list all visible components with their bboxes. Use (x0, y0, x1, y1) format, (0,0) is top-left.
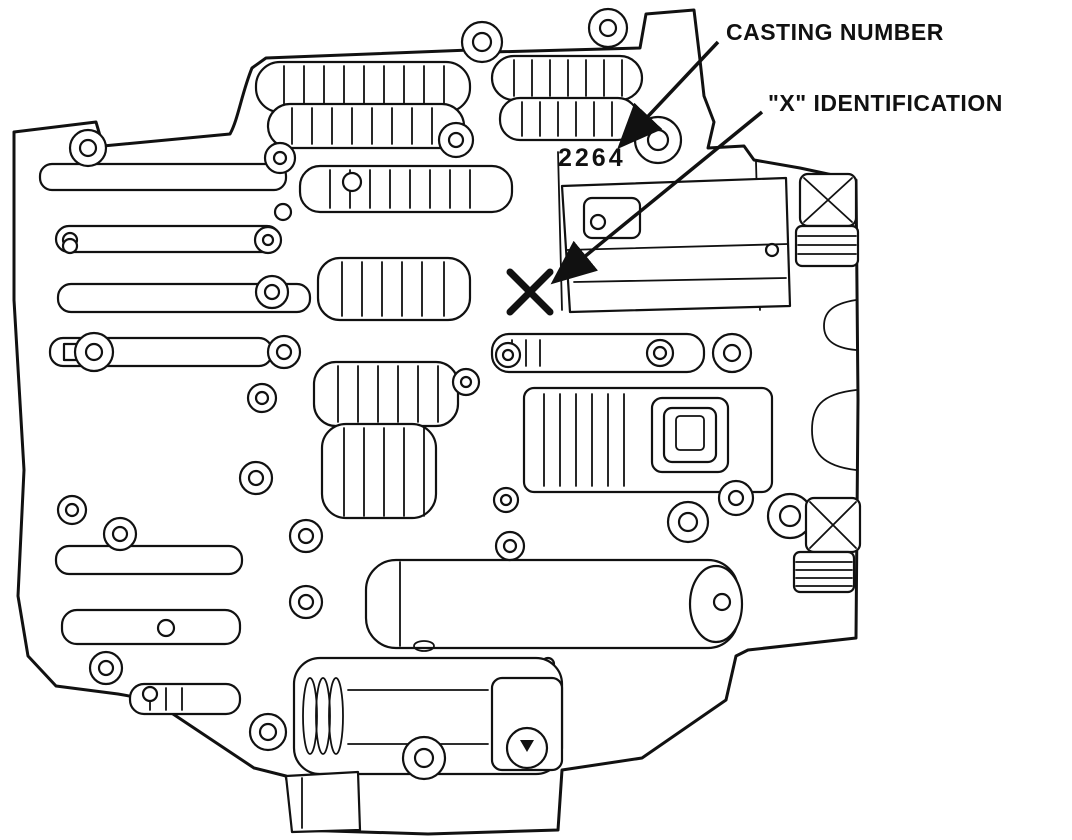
solenoid-assembly (284, 656, 564, 834)
bolt-assemblies (766, 172, 862, 594)
right-panel (522, 176, 792, 494)
x-identification-arrow (550, 110, 764, 285)
casting-number-arrow (617, 40, 720, 150)
casting-number-label: CASTING NUMBER (726, 19, 944, 45)
ribbed-cylinders (254, 54, 644, 520)
x-identification-mark (506, 268, 554, 316)
casting-number-value: 2264 (558, 144, 626, 172)
x-identification-label: "X" IDENTIFICATION (768, 90, 1003, 116)
bolt-holes (56, 7, 780, 752)
